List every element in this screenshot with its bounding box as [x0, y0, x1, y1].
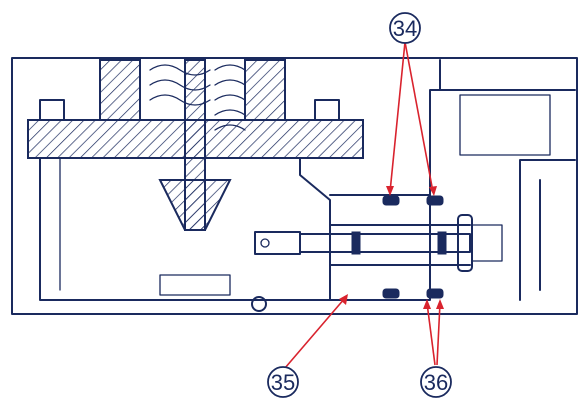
cartridge-body — [329, 194, 431, 301]
spindle-pin — [260, 238, 270, 248]
spring-assembly — [149, 59, 246, 231]
spindle-shaft — [299, 233, 471, 253]
callout-36-circle — [420, 366, 452, 398]
leader-34-right — [404, 41, 434, 193]
bonnet-left-wall — [99, 59, 141, 121]
callout-35: 35 — [267, 366, 299, 398]
valve-body — [27, 59, 576, 301]
leader-35 — [284, 297, 346, 369]
callout-leaders — [284, 41, 444, 369]
leader-34-left — [389, 41, 406, 193]
bolt-right — [314, 99, 340, 121]
leader-36-left — [426, 302, 436, 366]
spindle-link — [254, 231, 301, 255]
callout-34-circle — [389, 12, 421, 44]
callout-35-circle — [267, 366, 299, 398]
bonnet-right-wall — [244, 59, 286, 121]
spindle-collar-2 — [437, 231, 447, 255]
drawing-frame — [11, 57, 578, 315]
callout-34-label: 34 — [393, 16, 417, 41]
lower-case-outline — [39, 157, 331, 301]
arrow-34-right — [429, 186, 437, 196]
o-ring-lower-right — [426, 288, 444, 299]
bolt-left — [39, 99, 65, 121]
callout-36-label: 36 — [424, 370, 448, 395]
arrow-36-right — [436, 299, 444, 309]
o-ring-upper-left — [382, 195, 400, 206]
spindle-collar — [351, 231, 361, 255]
valve-cartridge — [159, 194, 503, 312]
o-ring-upper-right — [426, 195, 444, 206]
right-housing-port — [459, 94, 551, 156]
leader-36-right — [436, 302, 441, 366]
right-housing-wall — [519, 159, 576, 301]
right-housing-top — [429, 59, 576, 201]
seat-ring — [471, 224, 503, 262]
arrow-34-left — [386, 186, 394, 196]
o-ring-lower-left — [382, 288, 400, 299]
arrow-35 — [339, 294, 348, 305]
callout-34: 34 — [389, 12, 421, 44]
spring-right-coils — [214, 64, 246, 131]
arrow-36-left — [423, 299, 431, 309]
callout-36: 36 — [420, 366, 452, 398]
lower-lever — [159, 274, 231, 296]
callout-35-label: 35 — [271, 370, 295, 395]
lower-pin — [251, 296, 267, 312]
stem-cone — [158, 179, 232, 231]
